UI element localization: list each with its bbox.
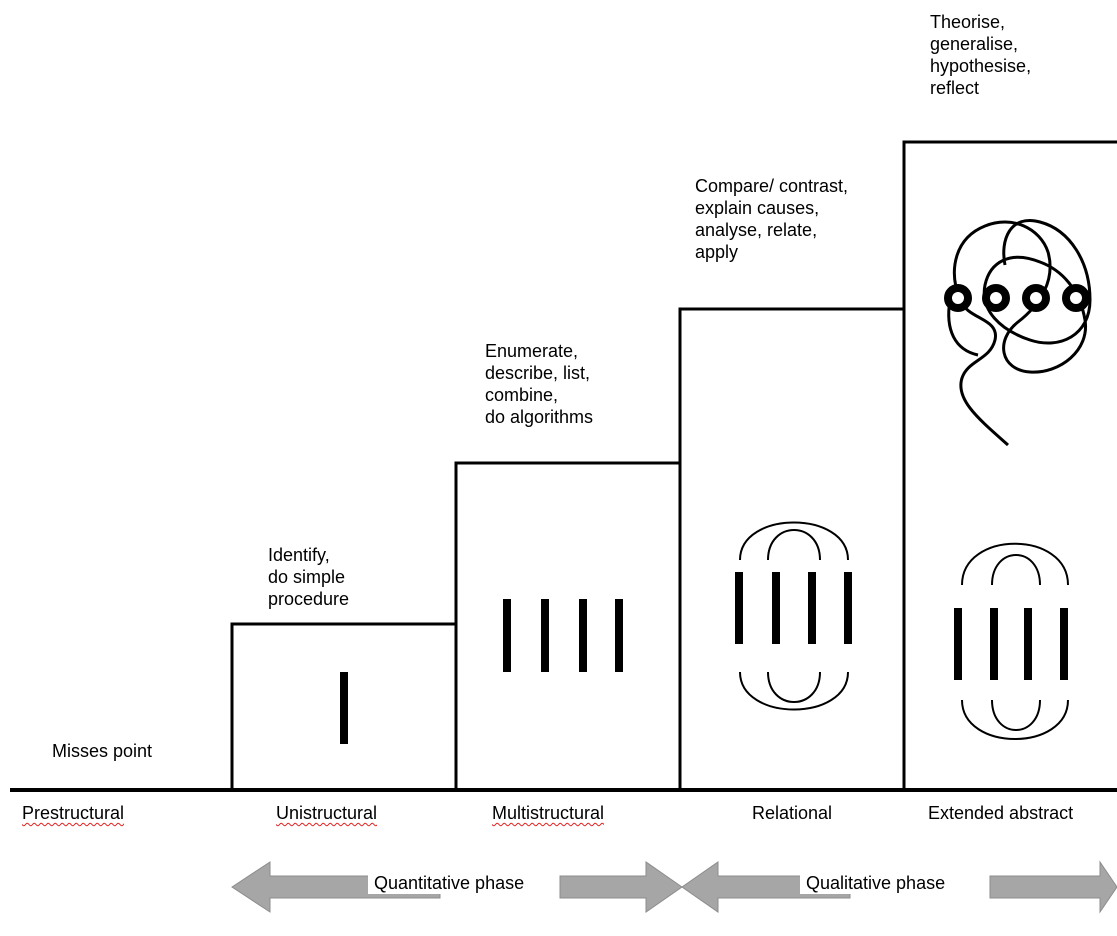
qualitative-phase-label: Qualitative phase — [800, 873, 952, 894]
extended-structure-lower — [954, 542, 1069, 740]
verb-label-relational: Compare/ contrast, explain causes, analy… — [695, 176, 849, 262]
step-extended-abstract — [902, 140, 1117, 309]
level-extended-abstract: Extended abstract — [928, 803, 1074, 823]
level-prestructural: Prestructural — [22, 803, 125, 823]
relational-structure — [735, 521, 852, 711]
verb-label-unistructural: Identify, do simple procedure — [268, 545, 350, 609]
level-multistructural: Multistructural — [492, 803, 605, 823]
step-unistructural — [230, 622, 458, 790]
level-unistructural: Unistructural — [276, 803, 378, 823]
extended-structure-tangle — [947, 219, 1092, 447]
multistructural-bars — [503, 599, 623, 672]
level-relational: Relational — [752, 803, 833, 823]
verb-label-prestructural: Misses point — [52, 741, 153, 761]
verb-label-extended-abstract: Theorise, generalise, hypothesise, refle… — [930, 12, 1032, 98]
step-multistructural — [454, 461, 682, 790]
verb-label-multistructural: Enumerate, describe, list, combine, do a… — [485, 341, 594, 427]
quantitative-phase-label: Quantitative phase — [368, 873, 531, 894]
step-relational — [678, 307, 906, 790]
extended-rings — [944, 284, 1090, 312]
